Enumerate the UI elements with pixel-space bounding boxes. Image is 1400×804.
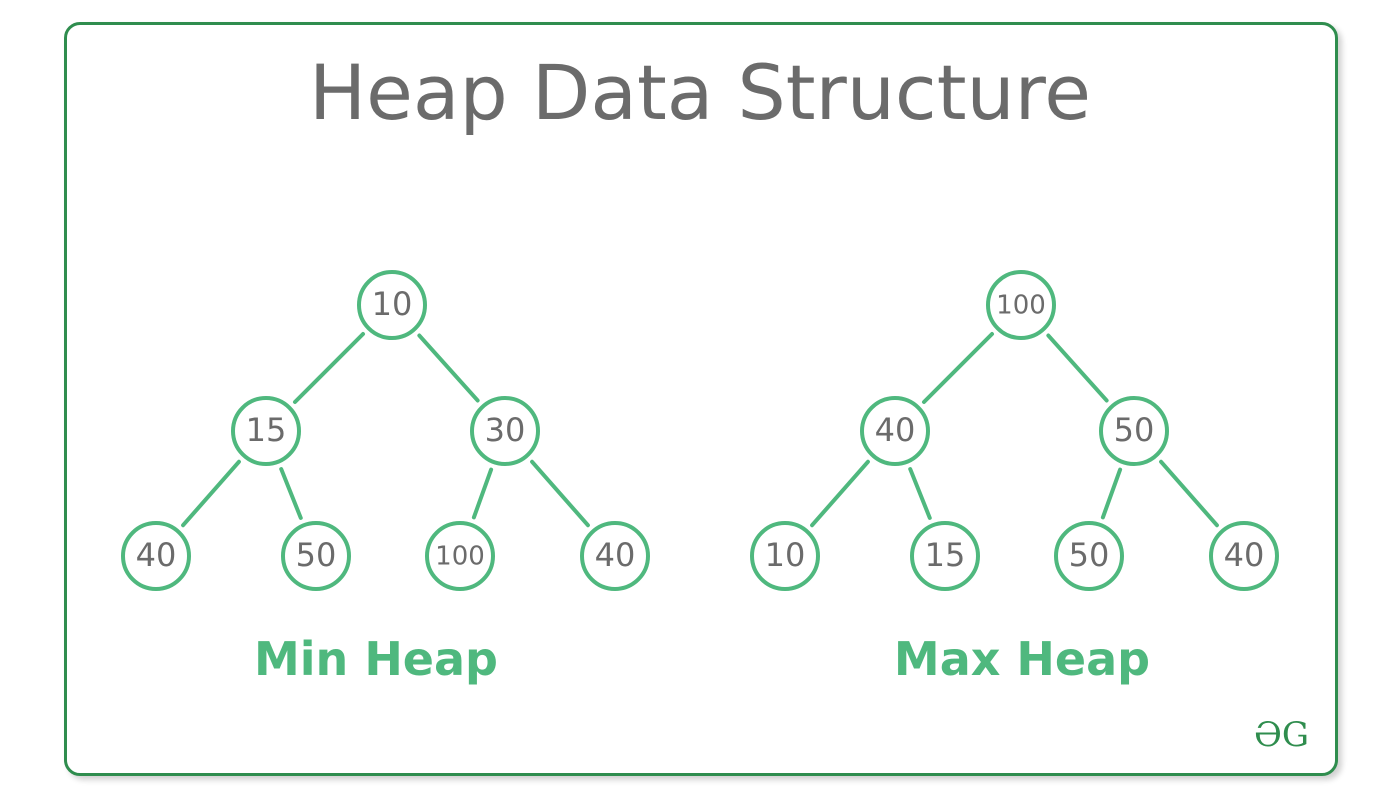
min-heap-node-value: 15	[246, 411, 287, 449]
max-heap-edge	[1100, 467, 1123, 520]
min-heap-edge	[279, 467, 303, 520]
max-heap-node-value: 100	[996, 291, 1046, 321]
max-heap-edge	[908, 467, 932, 520]
max-heap-node	[1209, 521, 1279, 591]
max-heap-node-value: 50	[1069, 536, 1110, 574]
min-heap-label: Min Heap	[254, 632, 498, 686]
min-heap-node-value: 30	[485, 411, 526, 449]
max-heap-node	[910, 521, 980, 591]
diagram-title: Heap Data Structure	[308, 48, 1092, 137]
max-heap-node	[1054, 521, 1124, 591]
max-heap-edge	[1159, 459, 1219, 528]
min-heap-tree: 10 15 30 40 50 100 40	[121, 270, 650, 591]
max-heap-node	[986, 270, 1056, 340]
min-heap-node	[121, 521, 191, 591]
max-heap-node-value: 10	[765, 536, 806, 574]
min-heap-node-value: 40	[595, 536, 636, 574]
min-heap-node	[580, 521, 650, 591]
max-heap-node-value: 40	[875, 411, 916, 449]
max-heap-edge	[921, 331, 995, 405]
min-heap-node	[281, 521, 351, 591]
min-heap-node-value: 50	[296, 536, 337, 574]
min-heap-edge	[530, 459, 590, 528]
min-heap-edge	[181, 459, 241, 528]
min-heap-node	[231, 396, 301, 466]
min-heap-node-value: 100	[435, 542, 485, 572]
min-heap-node	[425, 521, 495, 591]
max-heap-node-value: 15	[925, 536, 966, 574]
max-heap-label: Max Heap	[893, 632, 1151, 686]
min-heap-node	[470, 396, 540, 466]
min-heap-node-value: 40	[136, 536, 177, 574]
max-heap-node	[1099, 396, 1169, 466]
max-heap-tree: 100 40 50 10 15 50 40	[750, 270, 1279, 591]
min-heap-node-value: 10	[372, 285, 413, 323]
max-heap-node-value: 40	[1224, 536, 1265, 574]
max-heap-node	[750, 521, 820, 591]
gfg-logo: ƏG	[1254, 715, 1310, 755]
min-heap-edge	[471, 467, 494, 520]
min-heap-node	[357, 270, 427, 340]
max-heap-node	[860, 396, 930, 466]
min-heap-edge	[417, 333, 480, 403]
max-heap-edge	[1046, 333, 1109, 403]
min-heap-edge	[292, 331, 366, 405]
max-heap-edge	[810, 459, 870, 528]
max-heap-node-value: 50	[1114, 411, 1155, 449]
